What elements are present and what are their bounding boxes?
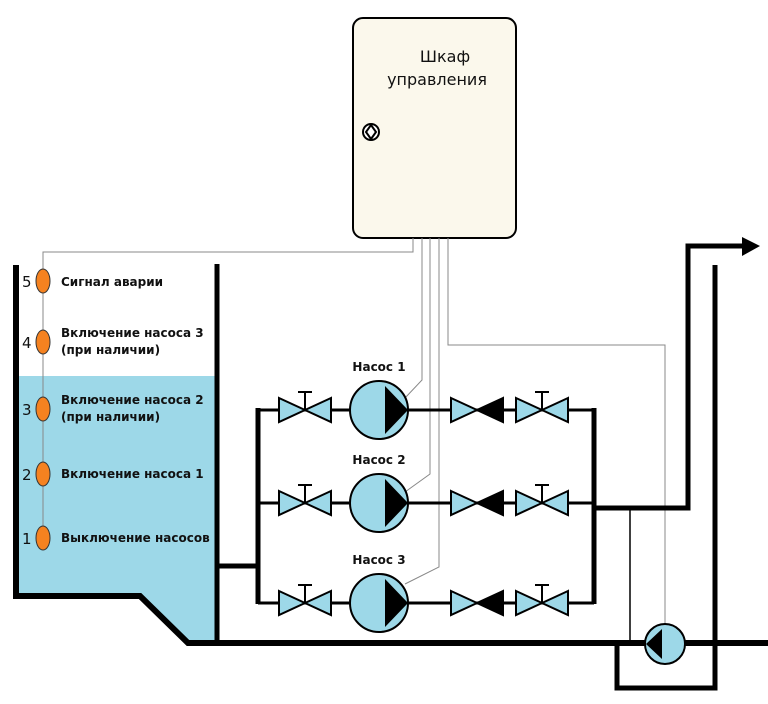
pump-label: Насос 3 xyxy=(352,553,405,567)
pump-row-3: Насос 3 xyxy=(258,553,594,633)
pump-label: Насос 2 xyxy=(352,453,405,467)
pump-row-1: Насос 1 xyxy=(258,360,594,440)
pump-rows: Насос 1 Насос 2 Насос 3 xyxy=(258,360,594,633)
sensor-label: Сигнал аварии xyxy=(61,275,163,289)
tank-wall xyxy=(13,265,768,646)
sensor-label: Включение насоса 1 xyxy=(61,467,204,481)
tank-water xyxy=(18,376,216,642)
check-valve[interactable] xyxy=(450,589,504,617)
sensor-label: Включение насоса 3 xyxy=(61,326,204,340)
sensor-1[interactable]: 1 Выключение насосов xyxy=(22,525,210,551)
sensor-number: 4 xyxy=(22,334,32,352)
sensor-label: Выключение насосов xyxy=(61,531,210,545)
level-sensors: 5 Сигнал аварии 4 Включение насоса 3 (пр… xyxy=(22,268,210,551)
sensor-number: 5 xyxy=(22,273,32,291)
drainage-pump[interactable] xyxy=(644,623,686,665)
sensor-label: Включение насоса 2 xyxy=(61,393,204,407)
control-cabinet[interactable]: Шкаф управления xyxy=(352,17,517,239)
sensor-3[interactable]: 3 Включение насоса 2 (при наличии) xyxy=(22,393,204,424)
pump-3[interactable] xyxy=(349,573,409,633)
pump-row-2: Насос 2 xyxy=(258,453,594,533)
sensor-label-note: (при наличии) xyxy=(61,410,160,424)
sensor-4[interactable]: 4 Включение насоса 3 (при наличии) xyxy=(22,326,204,357)
discharge-pipe xyxy=(591,237,760,691)
gate-valve[interactable] xyxy=(278,484,332,517)
suction-pipe xyxy=(217,408,261,604)
sensor-number: 2 xyxy=(22,466,32,484)
gate-valve[interactable] xyxy=(515,584,569,617)
switch-knob-icon[interactable] xyxy=(362,123,380,141)
sensor-2[interactable]: 2 Включение насоса 1 xyxy=(22,461,204,487)
gate-valve[interactable] xyxy=(515,391,569,424)
check-valve[interactable] xyxy=(450,396,504,424)
sensor-5[interactable]: 5 Сигнал аварии xyxy=(22,268,163,294)
pump-label: Насос 1 xyxy=(352,360,405,374)
cabinet-title-line2: управления xyxy=(387,70,487,89)
pump-1[interactable] xyxy=(349,380,409,440)
sensor-number: 1 xyxy=(22,530,32,548)
gate-valve[interactable] xyxy=(515,484,569,517)
sensor-label-note: (при наличии) xyxy=(61,343,160,357)
check-valve[interactable] xyxy=(450,489,504,517)
control-wires xyxy=(42,238,666,628)
pump-2[interactable] xyxy=(349,473,409,533)
gate-valve[interactable] xyxy=(278,391,332,424)
cabinet-title-line1: Шкаф xyxy=(420,47,470,66)
sensor-number: 3 xyxy=(22,401,32,419)
gate-valve[interactable] xyxy=(278,584,332,617)
